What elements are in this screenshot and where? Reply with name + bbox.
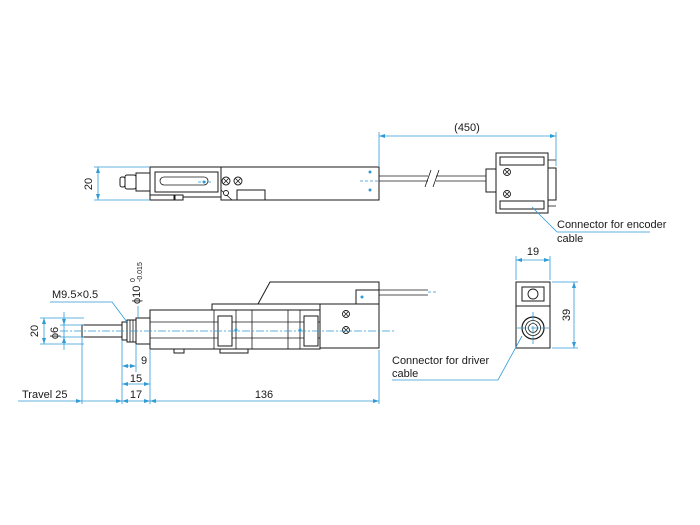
dim-136: 136: [255, 389, 273, 401]
dim-dia-10-tol-lower: -0.015: [137, 262, 144, 282]
front-view: [18, 281, 438, 404]
driver-connector-label-line1: Connector for driver: [392, 355, 490, 367]
dim-dia-10: ϕ10: [131, 286, 143, 304]
dim-shaft-diameter: ϕ6: [49, 327, 61, 339]
driver-connector-label-line2: cable: [392, 368, 418, 380]
dim-front-height: 20: [29, 325, 41, 337]
encoder-connector-label-line1: Connector for encoder: [557, 219, 667, 231]
dim-travel: Travel 25: [22, 389, 67, 401]
dim-dia-10-group: ϕ10 0 -0.015: [130, 262, 144, 304]
dim-15: 15: [130, 373, 142, 385]
dim-top-height: 20: [83, 178, 95, 190]
dim-17: 17: [130, 389, 142, 401]
dim-9: 9: [141, 355, 147, 367]
side-view: [392, 256, 578, 381]
top-view: [94, 132, 650, 233]
dim-side-width: 19: [527, 246, 539, 258]
dim-dia-10-tol-upper: 0: [130, 278, 137, 282]
dim-thread: M9.5×0.5: [52, 289, 98, 301]
encoder-connector-label-line2: cable: [557, 233, 583, 245]
dim-cable-length: (450): [454, 122, 480, 134]
dim-side-height: 39: [561, 309, 573, 321]
